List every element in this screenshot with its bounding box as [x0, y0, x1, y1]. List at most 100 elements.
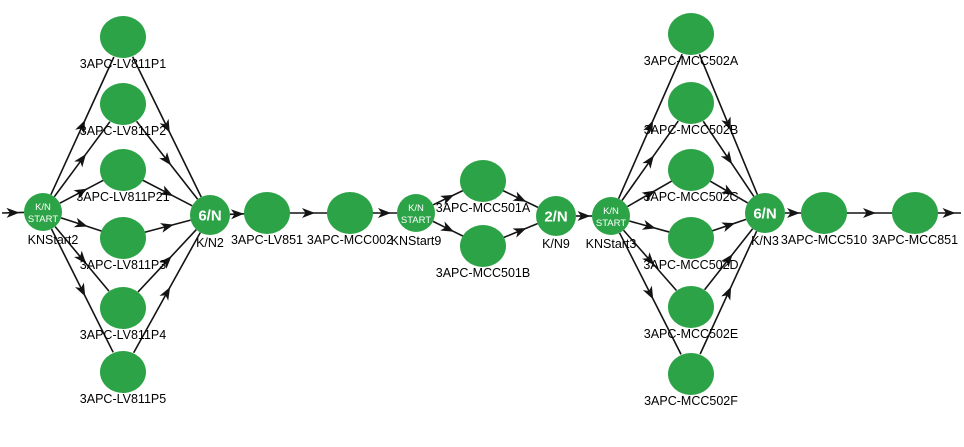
edge-lv811p4-kn2: [137, 229, 197, 293]
node-mcc851[interactable]: 3APC-MCC851: [872, 192, 958, 247]
node-mcc502f[interactable]: 3APC-MCC502F: [644, 353, 738, 408]
node-label: 3APC-MCC502A: [644, 54, 739, 68]
vote-gate-text: 6/N: [198, 208, 221, 225]
node-label: K/N3: [751, 234, 779, 248]
component-circle[interactable]: [460, 225, 506, 267]
vote-gate-circle[interactable]: [536, 196, 576, 236]
edge-knstart9-mcc501a: [432, 189, 464, 206]
component-circle[interactable]: [668, 149, 714, 191]
component-circle[interactable]: [100, 16, 146, 58]
component-circle[interactable]: [244, 192, 290, 234]
edge-knstart3-mcc502d: [629, 220, 670, 233]
edge-mcc502d-kn3: [711, 218, 747, 232]
node-label: 3APC-LV811P4: [80, 328, 166, 342]
node-mcc002[interactable]: 3APC-MCC002: [307, 192, 393, 247]
edge-kn2-lv851: [229, 209, 246, 220]
node-kn3[interactable]: 6/NK/N3: [745, 193, 785, 248]
start-node-text-line2: START: [596, 218, 626, 229]
edge-lv811p21-kn2: [142, 179, 193, 207]
node-label: 3APC-LV811P2: [80, 124, 166, 138]
component-circle[interactable]: [100, 83, 146, 125]
vote-gate-circle[interactable]: [190, 195, 230, 235]
node-label: 3APC-MCC502D: [643, 258, 738, 272]
edge-entry-knstart2: [1, 207, 25, 218]
start-node-text-line2: START: [401, 215, 431, 226]
node-lv811p4[interactable]: 3APC-LV811P4: [80, 287, 166, 342]
node-label: K/N9: [542, 237, 570, 251]
component-circle[interactable]: [668, 353, 714, 395]
node-mcc502e[interactable]: 3APC-MCC502E: [644, 286, 738, 341]
node-label: 3APC-LV811P5: [80, 392, 166, 406]
node-mcc502c[interactable]: 3APC-MCC502C: [643, 149, 739, 204]
edge-knstart3-mcc502a: [617, 53, 683, 199]
edge-knstart3-mcc502f: [618, 232, 682, 355]
node-mcc502a[interactable]: 3APC-MCC502A: [644, 13, 739, 68]
component-circle[interactable]: [801, 192, 847, 234]
node-mcc502b[interactable]: 3APC-MCC502B: [644, 82, 738, 137]
edge-knstart3-mcc502e: [622, 229, 678, 292]
component-circle[interactable]: [460, 160, 506, 202]
component-circle[interactable]: [668, 82, 714, 124]
node-lv811p2[interactable]: 3APC-LV811P2: [80, 83, 166, 138]
node-mcc502d[interactable]: 3APC-MCC502D: [643, 217, 739, 272]
edge-lv811p1-kn2: [131, 56, 202, 198]
vote-gate-circle[interactable]: [745, 193, 785, 233]
node-kn2[interactable]: 6/N K/N2: [190, 195, 230, 250]
node-lv851[interactable]: 3APC-LV851: [231, 192, 303, 247]
node-label: 3APC-LV851: [231, 233, 303, 247]
component-circle[interactable]: [327, 192, 373, 234]
component-circle[interactable]: [100, 351, 146, 393]
edge-mcc502b-kn3: [702, 120, 755, 197]
node-label: K/N2: [196, 236, 224, 250]
node-label: KNStart9: [391, 234, 442, 248]
edge-lv811p3-kn2: [144, 219, 191, 234]
edge-knstart2-lv811p3: [60, 217, 103, 232]
node-mcc510[interactable]: 3APC-MCC510: [781, 192, 867, 247]
node-mcc501b[interactable]: 3APC-MCC501B: [436, 225, 530, 280]
edges-layer: [1, 53, 961, 355]
edge-mcc502a-kn3: [698, 54, 759, 195]
node-lv811p5[interactable]: 3APC-LV811P5: [80, 351, 166, 406]
edge-knstart2-lv811p21: [59, 179, 104, 204]
start-node-text-line1: K/N: [35, 202, 51, 213]
node-lv811p21[interactable]: 3APC-LV811P21: [76, 149, 170, 204]
node-label: 3APC-LV811P1: [80, 57, 166, 71]
start-node-text-line1: K/N: [408, 203, 424, 214]
node-label: 3APC-MCC002: [307, 233, 393, 247]
component-circle[interactable]: [668, 217, 714, 259]
component-circle[interactable]: [100, 149, 146, 191]
edge-lv811p2-kn2: [135, 120, 199, 200]
edge-knstart2-lv811p4: [54, 226, 110, 292]
component-circle[interactable]: [100, 287, 146, 329]
node-label: 3APC-LV811P3: [80, 258, 166, 272]
node-kn9[interactable]: 2/N K/N9: [536, 196, 576, 251]
edge-mcc502f-kn3: [699, 230, 758, 355]
edge-knstart2-lv811p5: [50, 228, 114, 353]
component-circle[interactable]: [100, 217, 146, 259]
start-node-circle[interactable]: [397, 194, 435, 232]
edge-knstart2-lv811p1: [50, 56, 115, 196]
start-node-circle[interactable]: [24, 193, 62, 231]
vote-gate-text: 2/N: [544, 209, 567, 226]
start-node-text-line2: START: [28, 214, 58, 225]
start-node-circle[interactable]: [592, 197, 630, 235]
edge-lv811p5-kn2: [132, 232, 202, 354]
component-circle[interactable]: [668, 286, 714, 328]
start-node-text-line1: K/N: [603, 206, 619, 217]
edge-knstart3-mcc502c: [627, 180, 673, 208]
node-lv811p1[interactable]: 3APC-LV811P1: [80, 16, 166, 71]
component-circle[interactable]: [892, 192, 938, 234]
component-circle[interactable]: [668, 13, 714, 55]
node-mcc501a[interactable]: 3APC-MCC501A: [436, 160, 531, 215]
edge-mcc502c-kn3: [709, 180, 749, 204]
node-lv811p3[interactable]: 3APC-LV811P3: [80, 217, 166, 272]
edge-mcc501b-kn9: [503, 222, 538, 239]
node-label: 3APC-MCC501B: [436, 266, 530, 280]
node-label: 3APC-MCC502C: [643, 190, 738, 204]
edge-knstart9-mcc501b: [432, 220, 464, 237]
